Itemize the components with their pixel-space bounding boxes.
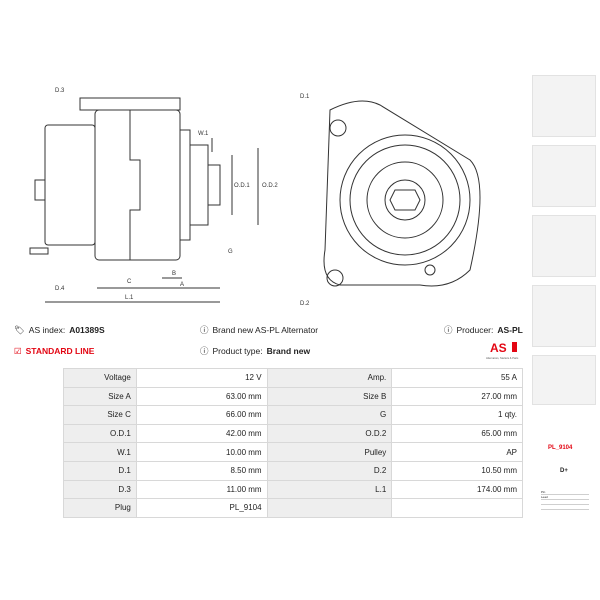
thumbnail-rear[interactable] — [532, 285, 596, 347]
front-flange — [323, 100, 481, 287]
thumbnail-box[interactable] — [532, 75, 596, 137]
plug-code: PL_9104 — [548, 445, 573, 451]
spec-cell-l1: Plug — [63, 498, 137, 518]
main-body — [94, 109, 181, 261]
front-housing — [179, 129, 191, 241]
line-row: ☑ STANDARD LINE — [14, 346, 94, 357]
pulley-nut — [389, 189, 421, 211]
check-icon: ☑ — [14, 346, 22, 356]
as-index-row: 🏷 AS index: A01389S — [14, 325, 105, 336]
producer-label: Producer: — [456, 325, 494, 335]
spec-cell-l1: D.3 — [63, 479, 137, 500]
label-g: G — [228, 249, 233, 255]
as-logo: AS Alternators, Starters & Parts — [486, 341, 519, 360]
label-l1: L.1 — [125, 295, 134, 301]
label-d2: D.2 — [300, 301, 310, 307]
spec-cell-l2: Size B — [266, 386, 393, 407]
spec-cell-v2: 27.00 mm — [391, 386, 523, 407]
info-icon: ⓘ — [444, 325, 453, 335]
spec-cell-l2: G — [266, 405, 393, 425]
spec-cell-v2: 1 qty. — [391, 405, 523, 425]
spec-cell-l1: O.D.1 — [63, 423, 137, 444]
info-icon: ⓘ — [200, 325, 209, 335]
rotor-ring — [339, 134, 471, 266]
mount-hole-d2 — [326, 269, 344, 287]
spec-cell-v1: 42.00 mm — [135, 423, 268, 444]
plug-mini-row — [541, 505, 589, 510]
brand-new-text: Brand new AS-PL Alternator — [212, 325, 319, 335]
spec-cell-v1: 10.00 mm — [135, 442, 268, 462]
spec-cell-v2: AP — [391, 442, 523, 462]
spec-cell-v2 — [391, 498, 523, 518]
label-od1: O.D.1 — [234, 183, 250, 189]
spec-cell-l1: Voltage — [63, 368, 137, 388]
pulley-side — [189, 144, 209, 226]
plug-mini-row: Lead — [541, 495, 589, 500]
spec-cell-l1: W.1 — [63, 442, 137, 462]
line-label: STANDARD LINE — [25, 346, 95, 356]
label-w1: W.1 — [198, 131, 209, 137]
label-b: B — [172, 271, 176, 277]
mount-hole-d1 — [329, 119, 347, 137]
product-type-label: Product type: — [212, 346, 263, 356]
producer-value: AS-PL — [497, 325, 523, 335]
spec-cell-v1: 63.00 mm — [135, 386, 268, 407]
label-od2: O.D.2 — [262, 183, 278, 189]
product-type-row: ⓘ Product type: Brand new — [200, 346, 310, 357]
label-d4: D.4 — [55, 286, 65, 292]
spec-cell-v2: 65.00 mm — [391, 423, 523, 444]
as-index-label: AS index: — [28, 325, 66, 335]
spec-cell-v1: 8.50 mm — [135, 460, 268, 481]
tag-icon: 🏷 — [14, 325, 25, 335]
logo-tagline: Alternators, Starters & Parts — [486, 356, 519, 360]
plug-mini-row — [541, 500, 589, 505]
thumbnail-front[interactable] — [532, 145, 596, 207]
info-icon: ⓘ — [200, 346, 209, 356]
thumbnail-side[interactable] — [532, 215, 596, 277]
spec-cell-v1: 66.00 mm — [135, 405, 268, 425]
spec-cell-v2: 174.00 mm — [391, 479, 523, 500]
thumbnail-strip — [532, 75, 596, 413]
spec-cell-v1: 11.00 mm — [135, 479, 268, 500]
spec-cell-v1: PL_9104 — [135, 498, 268, 518]
product-type-value: Brand new — [266, 346, 311, 356]
spec-cell-v1: 12 V — [135, 368, 268, 388]
spec-cell-l1: Size C — [63, 405, 137, 425]
rear-cover — [44, 124, 96, 246]
producer-row: ⓘ Producer: AS-PL — [444, 325, 523, 336]
svg-text:AS: AS — [490, 341, 507, 355]
label-c: C — [127, 279, 132, 285]
spec-cell-v2: 10.50 mm — [391, 460, 523, 481]
spec-cell-l2: L.1 — [266, 479, 393, 500]
technical-drawing: D.3 D.4 W.1 O.D.1 O.D.2 G C B A L.1 D.1 … — [29, 88, 481, 307]
plug-mini-row: Pin — [541, 490, 589, 495]
as-index-value: A01389S — [69, 325, 105, 335]
spec-cell-l2: Pulley — [266, 442, 393, 462]
spec-cell-l2: D.2 — [266, 460, 393, 481]
label-d3: D.3 — [55, 88, 65, 94]
thumbnail-angle[interactable] — [532, 355, 596, 405]
plug-pin: D+ — [560, 468, 568, 474]
brand-new-row: ⓘ Brand new AS-PL Alternator — [200, 325, 318, 336]
spec-cell-l2: O.D.2 — [266, 423, 393, 444]
spec-cell-l2 — [266, 498, 393, 518]
spec-cell-l1: D.1 — [63, 460, 137, 481]
spec-cell-v2: 55 A — [391, 368, 523, 388]
spec-cell-l1: Size A — [63, 386, 137, 407]
plug-mini-table: Pin Lead — [541, 490, 589, 510]
spec-cell-l2: Amp. — [266, 368, 393, 388]
label-d1: D.1 — [300, 94, 310, 100]
label-a: A — [180, 282, 184, 288]
